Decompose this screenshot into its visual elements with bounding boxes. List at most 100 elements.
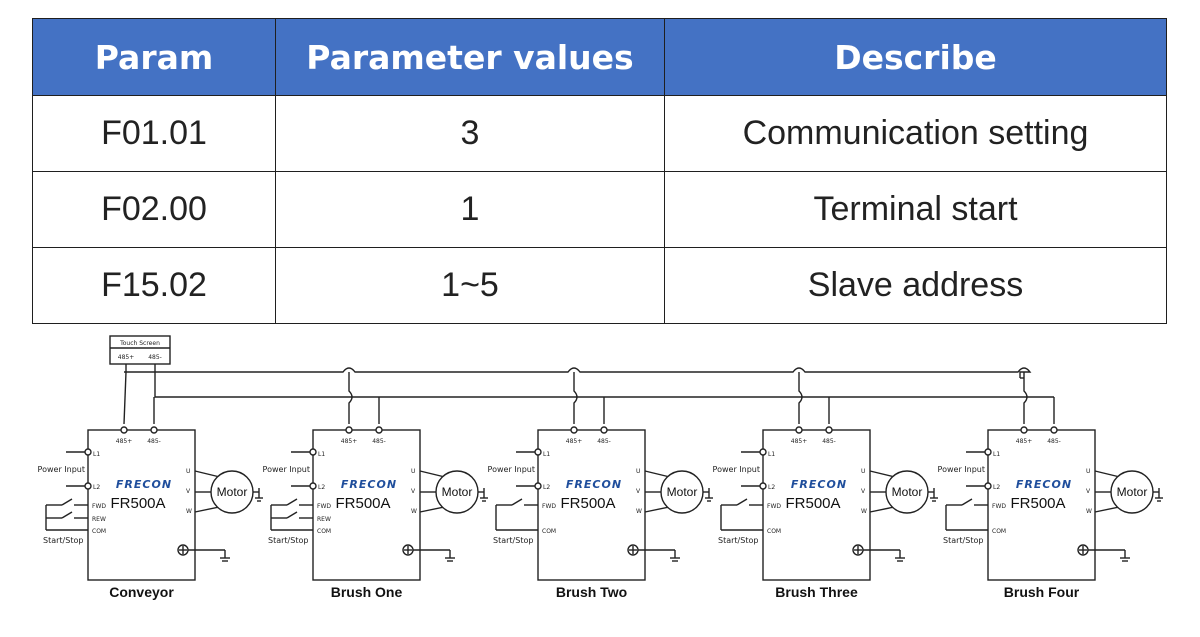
model-label: FR500A [335, 495, 390, 512]
cell-value: 1~5 [275, 247, 665, 324]
start-stop-switch [945, 498, 988, 531]
cell-value: 3 [275, 95, 665, 172]
touch-screen-485p-label: 485+ [118, 354, 134, 361]
terminal-l2 [759, 482, 767, 490]
terminal-v-label: V [186, 488, 191, 495]
power-input-label: Power Input [38, 465, 85, 474]
terminal-com-label: COM [992, 528, 1006, 535]
terminal-fwd-label: FWD [317, 503, 331, 510]
terminal-w-label: W [186, 508, 192, 515]
touch-screen-485m-label: 485- [148, 354, 162, 361]
cell-param: F15.02 [32, 247, 276, 324]
terminal-l2 [984, 482, 992, 490]
terminal-fwd-label: FWD [92, 503, 106, 510]
terminal-com-label: COM [767, 528, 781, 535]
terminal-com-label: COM [92, 528, 106, 535]
header-param: Param [32, 18, 276, 96]
terminal-w-label: W [411, 508, 417, 515]
switch-contact [286, 511, 298, 519]
terminal-l2-label: L2 [543, 484, 550, 491]
inverter-box [312, 429, 421, 581]
terminal-l2-label: L2 [768, 484, 775, 491]
terminal-l2 [84, 482, 92, 490]
terminal-u-label: U [861, 468, 865, 475]
terminal-w-label: W [1086, 508, 1092, 515]
terminal-rev-label: REW [92, 516, 106, 523]
terminal-485-plus [1020, 426, 1028, 434]
brand-logo: FRECON [1016, 478, 1072, 491]
terminal-485-plus-label: 485+ [341, 438, 357, 445]
terminal-v-label: V [861, 488, 866, 495]
terminal-l1 [309, 448, 317, 456]
brand-logo: FRECON [566, 478, 622, 491]
terminal-485-plus [345, 426, 353, 434]
switch-contact [61, 511, 73, 519]
terminal-485-plus [120, 426, 128, 434]
terminal-485-plus-label: 485+ [116, 438, 132, 445]
terminal-l2 [534, 482, 542, 490]
terminal-u-label: U [186, 468, 190, 475]
table-row: F01.01 3 Communication setting [32, 95, 1167, 172]
terminal-485-plus-label: 485+ [1016, 438, 1032, 445]
terminal-l1-label: L1 [543, 451, 550, 458]
terminal-l1-label: L1 [318, 451, 325, 458]
inverter-box [762, 429, 871, 581]
terminal-v-label: V [636, 488, 641, 495]
terminal-w-label: W [861, 508, 867, 515]
unit-name-label: Brush One [331, 584, 403, 600]
power-input-label: Power Input [713, 465, 760, 474]
rs485-minus-bus [154, 364, 1054, 398]
start-stop-switch [720, 498, 763, 531]
start-stop-label: Start/Stop [493, 536, 533, 545]
rs485-plus-drop [1023, 372, 1028, 424]
power-input-label: Power Input [938, 465, 985, 474]
terminal-fwd-label: FWD [542, 503, 556, 510]
brand-logo: FRECON [791, 478, 847, 491]
terminal-l1 [534, 448, 542, 456]
motor-label: Motor [442, 485, 473, 499]
table-row: F15.02 1~5 Slave address [32, 247, 1167, 324]
terminal-485-plus-label: 485+ [566, 438, 582, 445]
start-stop-label: Start/Stop [943, 536, 983, 545]
rs485-plus-drop [798, 372, 803, 424]
terminal-485-minus-label: 485- [1047, 438, 1061, 445]
motor-label: Motor [892, 485, 923, 499]
terminal-l2-label: L2 [993, 484, 1000, 491]
terminal-rev-label: REW [317, 516, 331, 523]
start-stop-label: Start/Stop [718, 536, 758, 545]
switch-contact [511, 498, 523, 506]
terminal-l1 [84, 448, 92, 456]
terminal-l1-label: L1 [768, 451, 775, 458]
cell-describe: Terminal start [664, 171, 1167, 248]
power-input-label: Power Input [263, 465, 310, 474]
rs485-plus-drop [348, 372, 353, 424]
terminal-485-plus [570, 426, 578, 434]
header-describe: Describe [664, 18, 1167, 96]
terminal-u-label: U [1086, 468, 1090, 475]
header-parameter-values: Parameter values [275, 18, 665, 96]
cell-describe: Communication setting [664, 95, 1167, 172]
cell-value: 1 [275, 171, 665, 248]
model-label: FR500A [1010, 495, 1065, 512]
rs485-plus-drop [573, 372, 578, 424]
start-stop-switch [270, 498, 313, 531]
terminal-485-minus-label: 485- [597, 438, 611, 445]
terminal-485-minus-label: 485- [147, 438, 161, 445]
terminal-v-label: V [411, 488, 416, 495]
terminal-fwd-label: FWD [767, 503, 781, 510]
start-stop-switch [495, 498, 538, 531]
terminal-com-label: COM [542, 528, 556, 535]
rs485-bus [123, 364, 1055, 425]
power-input-label: Power Input [488, 465, 535, 474]
cell-describe: Slave address [664, 247, 1167, 324]
rs485-plus-drop [123, 371, 127, 425]
brand-logo: FRECON [116, 478, 172, 491]
terminal-485-minus [375, 426, 383, 434]
start-stop-label: Start/Stop [43, 536, 83, 545]
switch-contact [286, 498, 298, 506]
terminal-485-plus-label: 485+ [791, 438, 807, 445]
terminal-485-minus [150, 426, 158, 434]
terminal-485-minus [825, 426, 833, 434]
terminal-l2-label: L2 [318, 484, 325, 491]
